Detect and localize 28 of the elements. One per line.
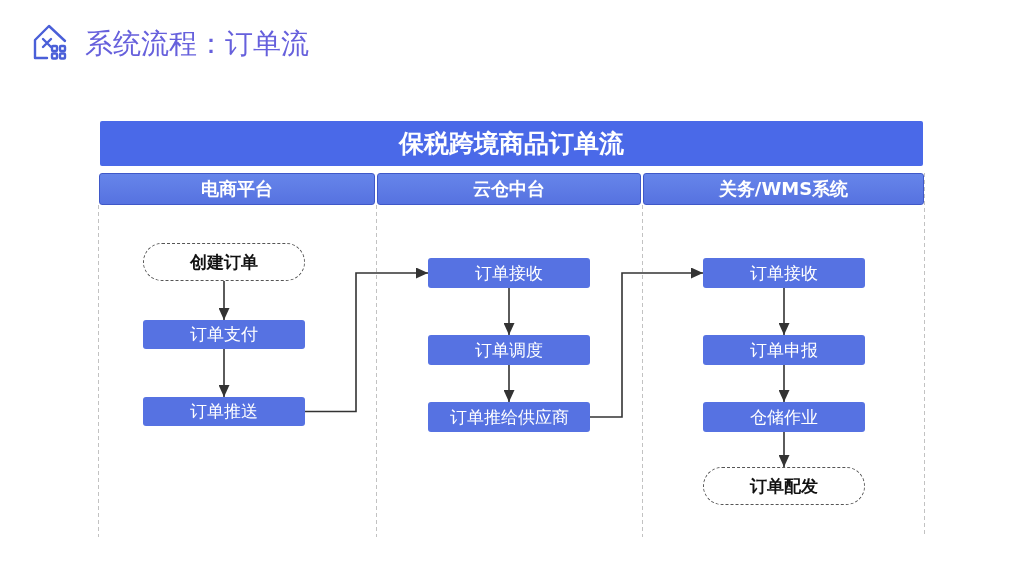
arrow <box>778 287 790 336</box>
lane-header: 电商平台 <box>99 173 375 205</box>
process-box: 订单接收 <box>428 258 590 288</box>
arrow <box>218 280 230 321</box>
terminator-box: 创建订单 <box>143 243 305 281</box>
arrow <box>503 287 515 336</box>
swimlane <box>642 173 925 537</box>
arrow <box>503 364 515 403</box>
swimlane-pool <box>98 121 925 537</box>
swimlane <box>98 173 376 537</box>
process-box: 订单推给供应商 <box>428 402 590 432</box>
arrow <box>304 267 429 413</box>
process-box: 订单调度 <box>428 335 590 365</box>
page-title: 系统流程：订单流 <box>85 26 309 62</box>
lane-header: 关务/WMS系统 <box>643 173 924 205</box>
arrow <box>218 348 230 398</box>
title-banner: 保税跨境商品订单流 <box>100 121 923 166</box>
terminator-box: 订单配发 <box>703 467 865 505</box>
arrow <box>778 364 790 403</box>
lane-header: 云仓中台 <box>377 173 641 205</box>
arrow <box>778 431 790 468</box>
process-box: 订单支付 <box>143 320 305 349</box>
process-box: 订单接收 <box>703 258 865 288</box>
swimlane <box>376 173 642 537</box>
arrow <box>589 267 704 418</box>
process-box: 订单推送 <box>143 397 305 426</box>
process-box: 仓储作业 <box>703 402 865 432</box>
process-box: 订单申报 <box>703 335 865 365</box>
